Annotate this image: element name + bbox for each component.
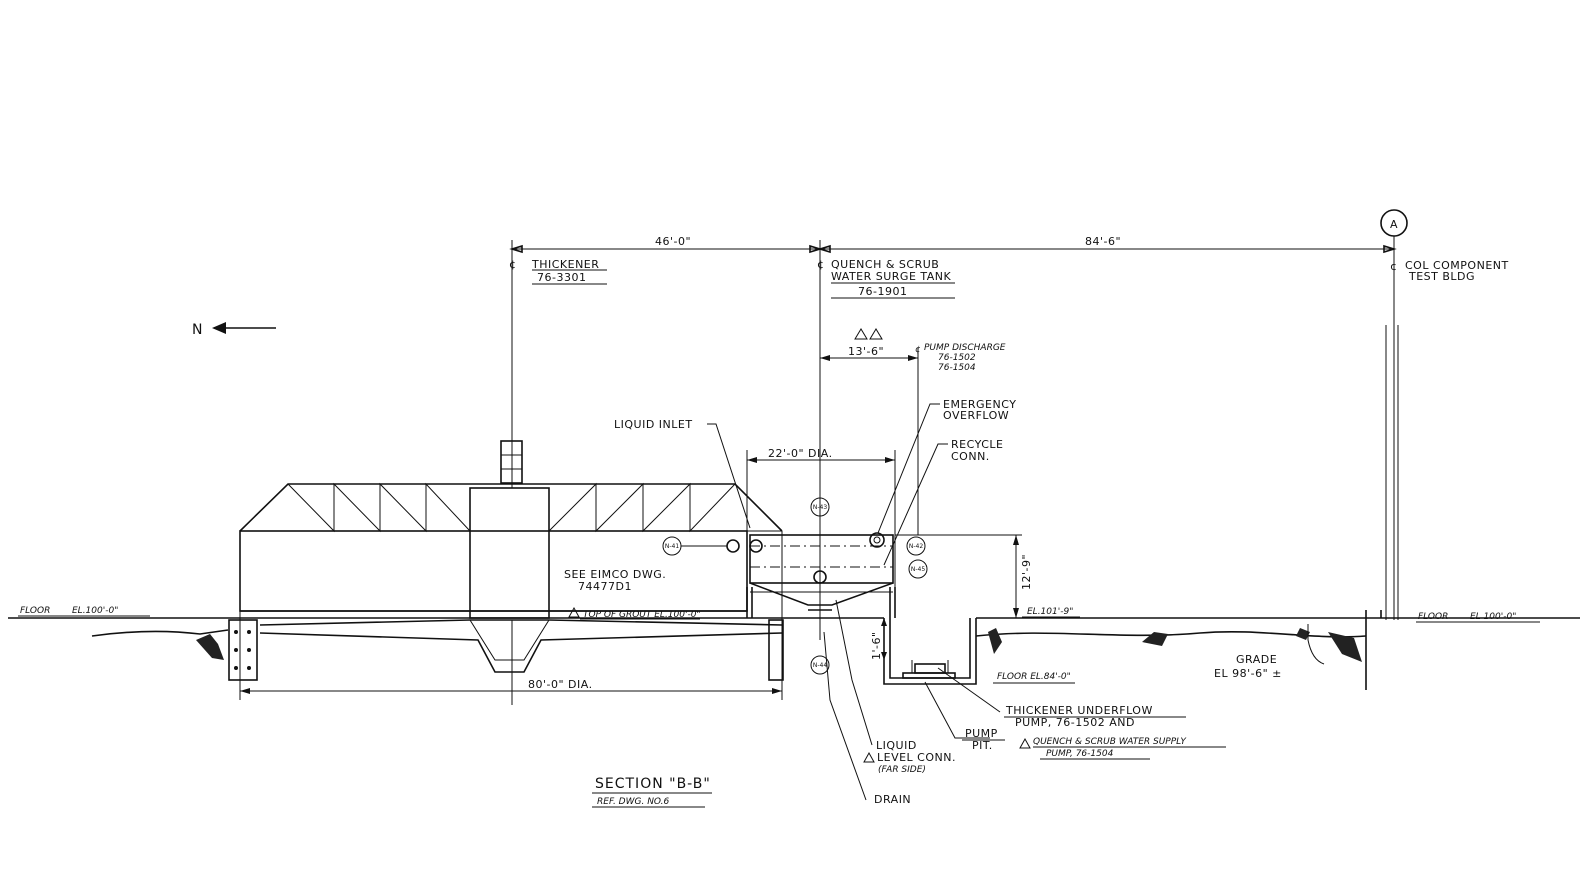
nozzle-n41: N-41 [665, 543, 679, 550]
dimension-46ft: 46'-0" [655, 235, 691, 248]
quench-number: 76-1901 [858, 285, 907, 298]
nozzle-n44: N-44 [813, 662, 827, 669]
col-title-b: TEST BLDG [1408, 270, 1475, 283]
underflow-pump-a: THICKENER UNDERFLOW [1005, 704, 1153, 717]
quench-title-a: QUENCH & SCRUB [831, 258, 939, 271]
leader-line [883, 443, 948, 566]
supply-pump-b: PUMP, 76-1504 [1046, 749, 1114, 759]
liquid-level-b: LEVEL CONN. [877, 751, 956, 764]
eimco-note-b: 74477D1 [578, 580, 632, 593]
nozzle-n42: N-42 [909, 543, 923, 550]
nozzle-tags [662, 497, 928, 675]
level-leader [835, 599, 873, 746]
nozzle-n45: N-45 [911, 566, 925, 573]
dimension-1ft: 1'-6" [870, 631, 883, 660]
emergency-overflow-a: EMERGENCY [943, 398, 1016, 411]
pump-pit [883, 618, 977, 685]
surge-tank [726, 450, 1022, 618]
footing-bolts [234, 630, 251, 670]
grid-bubble-label: A [1390, 218, 1398, 231]
centerlines [511, 262, 1395, 640]
revision-triangle [1019, 737, 1031, 749]
thickener-title: THICKENER [531, 258, 599, 271]
dimension-80ft-line [240, 688, 782, 694]
eimco-note-a: SEE EIMCO DWG. [564, 568, 666, 581]
floor-left-label: FLOOR [20, 606, 50, 616]
ground-hatching [196, 628, 1362, 662]
quench-title-b: WATER SURGE TANK [831, 270, 952, 283]
liquid-inlet-label: LIQUID INLET [614, 418, 693, 431]
pump-discharge-dimension [820, 328, 919, 535]
revision-triangles [854, 328, 883, 340]
cl-symbol-col: ¢ [1390, 260, 1398, 273]
recycle-conn-a: RECYCLE [951, 438, 1003, 451]
floor-left-elevation: EL.100'-0" [72, 606, 118, 616]
grid-bubble [1380, 209, 1408, 237]
supply-pump-a: QUENCH & SCRUB WATER SUPPLY [1033, 737, 1187, 747]
grout-elevation: TOP OF GROUT EL.100'-0" [583, 610, 701, 620]
underflow-pump-b: PUMP, 76-1502 AND [1015, 716, 1135, 729]
leader-line [1307, 624, 1325, 665]
floor-lines [8, 325, 1580, 690]
section-reference: REF. DWG. NO.6 [597, 797, 670, 807]
emergency-overflow-b: OVERFLOW [943, 409, 1009, 422]
north-arrow [212, 322, 276, 334]
dimension-80ft: 80'-0" DIA. [528, 678, 593, 691]
floor-right-elevation: EL 100'-0" [1470, 612, 1516, 622]
liquid-level-c: (FAR SIDE) [878, 765, 926, 775]
pit-floor-elevation: FLOOR EL.84'-0" [997, 672, 1071, 682]
section-title: SECTION "B-B" [595, 776, 711, 792]
thickener-structure [228, 440, 784, 705]
top-dimension-lines [509, 236, 1397, 262]
leader-line [877, 403, 940, 534]
underflow-leader [937, 667, 1001, 713]
col-title-a: COL COMPONENT [1405, 259, 1509, 272]
cl-symbol-quench: ¢ [817, 258, 825, 271]
north-label: N [192, 322, 203, 338]
drain-label: DRAIN [874, 793, 911, 806]
revision-triangle [863, 751, 875, 763]
dimension-12ft: 12'-9" [1020, 554, 1033, 590]
dimension-12ft-line [1013, 535, 1019, 618]
floor-right-label: FLOOR [1418, 612, 1448, 622]
drain-leader [823, 631, 867, 801]
pump-pit-leader [924, 681, 990, 739]
pump-discharge-no1: 76-1502 [938, 353, 976, 363]
grade-label: GRADE [1236, 653, 1277, 666]
dimension-22ft: 22'-0" DIA. [768, 447, 833, 460]
dimension-13ft: 13'-6" [848, 345, 884, 358]
pump-discharge-no2: 76-1504 [938, 363, 976, 373]
pump-pit-a: PUMP [965, 727, 998, 740]
liquid-level-a: LIQUID [876, 739, 917, 752]
thickener-number: 76-3301 [537, 271, 586, 284]
cl-symbol-pump: ¢ [915, 345, 921, 355]
grade-elevation: EL 98'-6" ± [1214, 667, 1282, 680]
cl-symbol-thickener: ¢ [509, 258, 517, 271]
cl-elevation: EL.101'-9" [1027, 607, 1073, 617]
recycle-conn-b: CONN. [951, 450, 990, 463]
pump-pit-b: PIT. [972, 739, 993, 752]
pump-discharge-title: PUMP DISCHARGE [924, 343, 1006, 353]
dimension-84ft: 84'-6" [1085, 235, 1121, 248]
nozzle-n43: N-43 [813, 504, 827, 511]
leader-line [707, 423, 751, 529]
revision-triangle [568, 606, 580, 618]
